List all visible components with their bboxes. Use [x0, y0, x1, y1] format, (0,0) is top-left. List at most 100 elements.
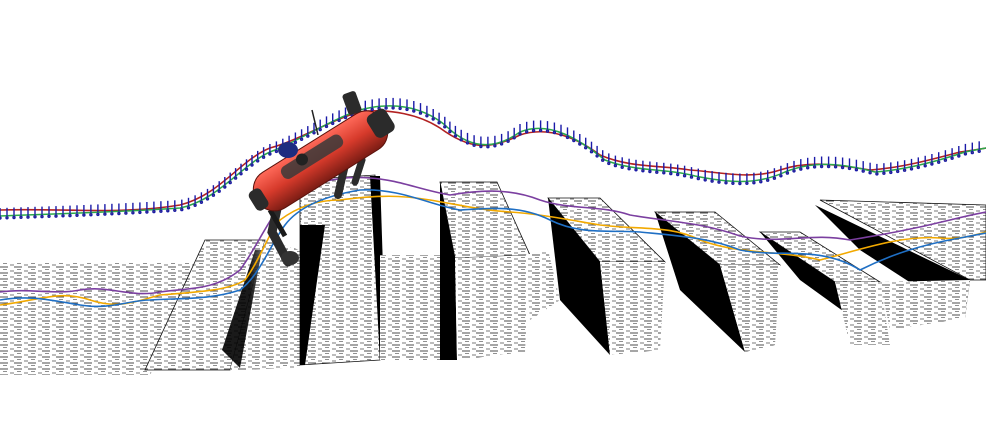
trajectory-dot	[324, 124, 329, 129]
trajectory-dot	[318, 127, 322, 132]
trajectory-dot	[68, 213, 72, 218]
trajectory-dot	[545, 129, 550, 133]
trajectory-dot	[970, 150, 974, 155]
trajectory-dot	[431, 117, 435, 121]
trajectory-dot	[909, 167, 914, 171]
trajectory-dot	[0, 216, 2, 220]
trajectory-dot	[138, 210, 142, 215]
trajectory-dot	[110, 212, 114, 216]
trajectory-dot	[223, 185, 227, 189]
trajectory-dot	[26, 215, 30, 219]
trajectory-dot	[937, 160, 941, 164]
trajectory-dot	[595, 154, 599, 158]
trajectory-dot	[963, 152, 968, 156]
block-3	[439, 181, 531, 360]
trajectory-dot	[5, 216, 9, 220]
trajectory-dot	[696, 176, 700, 181]
trajectory-dot	[173, 208, 177, 213]
trajectory-dot	[861, 169, 865, 173]
trajectory-dot	[443, 125, 447, 129]
trajectory-dot	[923, 164, 927, 168]
trajectory-dot	[117, 211, 121, 216]
trajectory-dot	[607, 161, 611, 166]
trajectory-dot	[710, 179, 714, 183]
trajectory-dot	[882, 171, 886, 175]
trajectory-dot	[47, 214, 51, 219]
trajectory-dot	[453, 134, 458, 138]
trajectory-dot	[180, 207, 184, 212]
trajectory-dot	[950, 156, 954, 160]
trajectory-dot	[205, 197, 210, 201]
trajectory-dot	[868, 170, 872, 175]
trajectory-dot	[552, 130, 557, 135]
trajectory-dot	[717, 180, 721, 184]
trajectory-dot	[745, 181, 749, 186]
trajectory-dot	[518, 132, 522, 136]
trajectory-dot	[572, 138, 576, 143]
trajectory-dot	[499, 142, 504, 146]
trajectory-dot	[370, 107, 374, 112]
trajectory-dot	[634, 168, 638, 172]
trajectory-dot	[957, 154, 961, 158]
trace-purple	[0, 176, 986, 295]
trajectory-dot	[759, 179, 763, 184]
trajectory-dot	[847, 166, 852, 171]
trajectory-dot	[299, 137, 304, 142]
trajectory-dot	[689, 175, 694, 179]
trajectory-dot	[682, 173, 687, 178]
trajectory-dot	[448, 129, 452, 134]
trajectory-dot	[641, 168, 645, 173]
trajectory-dot	[943, 158, 948, 162]
trajectory-dot	[337, 118, 341, 123]
trajectory-dot	[833, 165, 838, 169]
trajectory-dot	[343, 115, 348, 120]
trajectory-dot	[293, 140, 298, 145]
trajectory-dot	[525, 130, 529, 134]
trajectory-dot	[199, 200, 204, 205]
trajectory-dot	[785, 171, 790, 175]
trajectory-dot	[54, 214, 58, 218]
trajectory-dot	[512, 136, 516, 140]
trajectory-dot	[391, 106, 395, 110]
trajectory-dot	[493, 144, 497, 148]
trajectory-dot	[145, 210, 149, 214]
trajectory-dot	[312, 131, 316, 135]
trajectory-dot	[854, 167, 859, 172]
trajectory-dot	[479, 144, 483, 149]
trajectory-dot	[531, 128, 536, 133]
trajectory-dot	[459, 138, 463, 142]
trajectory-dot	[812, 165, 817, 169]
trajectory-dot	[826, 164, 831, 169]
trajectory-dot	[819, 164, 824, 169]
terrain-blocks	[144, 174, 986, 371]
trajectory-dot	[306, 134, 310, 138]
trajectory-dot	[405, 107, 409, 112]
trajectory-dot	[662, 171, 666, 175]
trajectory-dot	[437, 120, 441, 125]
trajectory-dot	[676, 172, 680, 177]
trajectory-dot	[19, 215, 23, 220]
trajectory-dot	[724, 181, 728, 185]
trajectory-dot	[89, 212, 93, 217]
trajectory-dot	[669, 171, 673, 176]
trajectory-dot	[799, 167, 803, 171]
trajectory-dot	[193, 203, 197, 208]
trajectory-dot	[82, 213, 86, 217]
trajectory-dot	[655, 170, 659, 174]
trace-orange	[0, 195, 986, 306]
trajectory-dot	[584, 145, 588, 150]
trajectory-dot	[250, 163, 254, 167]
trajectory-dot	[538, 128, 543, 133]
trajectory-dot	[752, 180, 756, 185]
trajectory-dot	[772, 176, 777, 180]
trajectory-dot	[578, 142, 582, 146]
trajectory-dot	[131, 211, 135, 215]
trajectory-dot	[792, 169, 796, 173]
trajectory-dot	[398, 106, 402, 111]
trajectory-dot	[875, 172, 879, 176]
block-4	[525, 197, 666, 355]
trajectory-dot	[902, 168, 907, 172]
trajectory-dot	[648, 169, 652, 174]
trajectory-dot	[627, 166, 631, 171]
trajectory-dot	[425, 114, 429, 118]
